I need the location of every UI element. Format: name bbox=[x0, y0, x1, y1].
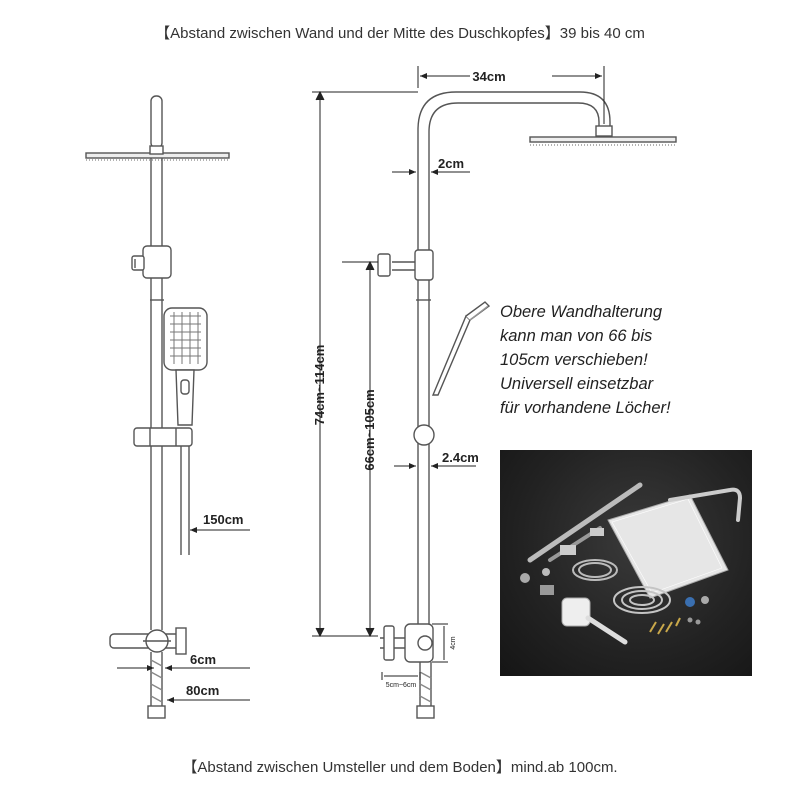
note-line: 105cm verschieben! bbox=[500, 351, 648, 369]
arm-length-label: 34cm bbox=[472, 69, 505, 84]
lower-pipe-diameter-label: 2.4cm bbox=[442, 450, 479, 465]
connector-length-label: 80cm bbox=[186, 683, 219, 698]
bracket-note: Obere Wandhalterung kann man von 66 bis … bbox=[500, 300, 710, 420]
note-line: kann man von 66 bis bbox=[500, 327, 653, 345]
photo-riser-icon bbox=[527, 482, 643, 563]
front-dimensions bbox=[117, 527, 250, 703]
side-wall-bracket bbox=[414, 249, 434, 281]
front-view bbox=[85, 95, 230, 719]
valve-height-label: 4cm bbox=[450, 636, 457, 649]
bottom-caption: 【Abstand zwischen Umsteller und dem Bode… bbox=[182, 759, 618, 776]
side-showerhead-plate bbox=[529, 136, 677, 143]
photo-hose-icon bbox=[572, 559, 618, 581]
front-slider bbox=[133, 427, 193, 447]
front-arm bbox=[150, 95, 163, 149]
hose-length-label: 150cm bbox=[203, 512, 243, 527]
product-photo bbox=[500, 450, 752, 676]
note-line: Obere Wandhalterung bbox=[500, 303, 663, 321]
side-riser-outer bbox=[417, 91, 611, 630]
photo-handshower-icon bbox=[561, 597, 591, 627]
bracket-range-label: 66cm~105cm bbox=[362, 389, 377, 470]
front-handshower-grip bbox=[175, 369, 195, 426]
front-handshower-head bbox=[163, 307, 208, 371]
side-riser-inner bbox=[428, 102, 600, 630]
side-dimensions bbox=[312, 66, 605, 680]
wall-offset-label: 5cm~6cm bbox=[386, 682, 417, 689]
photo-showerhead-icon bbox=[607, 494, 729, 599]
side-slider bbox=[413, 424, 435, 446]
product-photo-illustration bbox=[520, 482, 743, 645]
inlet-offset-label: 6cm bbox=[190, 652, 216, 667]
side-handshower bbox=[431, 314, 471, 396]
top-caption: 【Abstand zwischen Wand und der Mitte des… bbox=[155, 25, 645, 42]
pipe-diameter-label: 2cm bbox=[438, 156, 464, 171]
total-height-label: 74cm~114cm bbox=[312, 345, 327, 426]
side-view bbox=[377, 91, 677, 719]
note-line: für vorhandene Löcher! bbox=[500, 399, 671, 417]
note-line: Universell einsetzbar bbox=[500, 375, 654, 393]
front-wall-bracket bbox=[142, 245, 172, 279]
